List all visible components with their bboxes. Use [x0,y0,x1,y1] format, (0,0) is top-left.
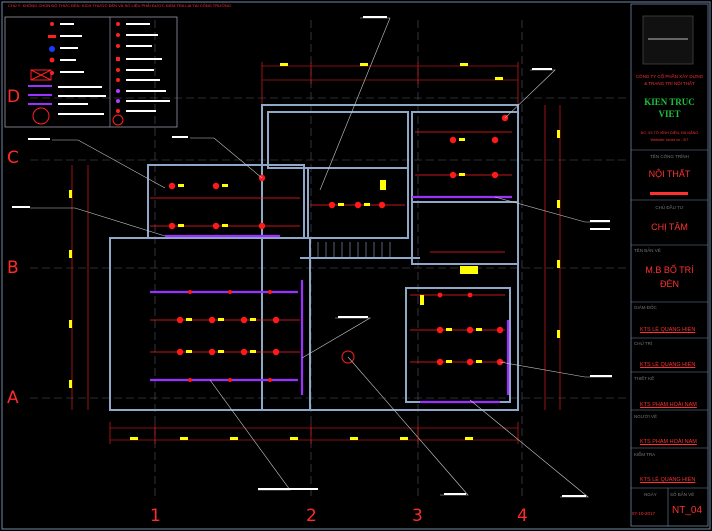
project-subtitle-mark [650,192,688,195]
drawing-value-line-1: M.B BỐ TRÍ [645,265,694,275]
callout-text-bars [12,16,612,497]
role-designer-label: THIẾT KẾ [634,376,655,381]
dimension-lines [71,62,561,444]
role-director-name: KTS LÊ QUANG HIỂN [640,327,696,333]
sheet-number: NT_04 [672,505,703,516]
role-lead-label: CHỦ TRÌ [634,341,653,346]
company-line-2: & TRANG TRÍ NỘI THẤT [644,81,695,86]
dimension-tags [69,63,560,440]
legend-table [4,16,178,128]
grid-col-1: 1 [150,506,161,526]
wiring [150,131,512,363]
company-line-1: CÔNG TY CỔ PHẦN XÂY DỰNG [635,74,704,79]
stair [317,242,391,258]
walls [109,104,519,411]
role-checker-name: KTS LÊ QUANG HIỂN [640,477,696,483]
grid-row-a: A [7,388,19,408]
role-lead-name: KTS LÊ QUANG HIỂN [640,362,696,368]
top-note: CHÚ Ý: KHÔNG CHỌN ĐỘ THỨC ĐÈN: KÍCH THƯỚ… [8,3,231,8]
grid-row-b: B [7,258,19,278]
project-value: NỘI THẤT [648,169,691,179]
role-director-label: GIÁM ĐỐC [634,305,657,310]
address-line-1: ĐC: 53 TÔ VĨNH DIỆN, ĐÀ NẴNG [640,131,699,135]
role-checker-label: KIỂM TRA [634,452,656,457]
grid-col-3: 3 [412,506,423,526]
brand-line-2: VIET [658,109,681,119]
project-label: TÊN CÔNG TRÌNH [650,154,689,159]
grid-row-d: D [7,87,21,107]
title-block-rows [631,149,708,526]
lamps [168,114,509,382]
owner-label: CHỦ ĐẦU TƯ [655,205,684,210]
date-value: 07-10-2017 [632,511,656,516]
drawing-label: TÊN BẢN VẼ [634,248,661,253]
grid-col-2: 2 [306,506,317,526]
role-designer-name: KTS PHẠM HOÀI NAM [640,402,697,408]
grid-col-4: 4 [517,506,528,526]
brand-line-1: KIEN TRUC [644,97,695,107]
owner-value: CHỊ TÂM [651,222,688,232]
title-block-frame [630,3,709,527]
sheet-label: SỐ BẢN VẼ [670,492,695,497]
role-drafter-label: NGƯỜI VẼ [634,414,657,419]
grid-row-c: C [7,148,19,168]
led-strips [150,195,512,404]
address-line-2: Website: ktviet.vn - ĐT [650,138,689,142]
date-label: NGÀY [644,492,657,497]
lamp-tags [178,138,482,363]
ceiling-fan-icon [341,350,355,364]
role-drafter-name: KTS PHẠM HOÀI NAM [640,439,697,445]
drawing-value-line-2: ĐÈN [659,279,679,289]
